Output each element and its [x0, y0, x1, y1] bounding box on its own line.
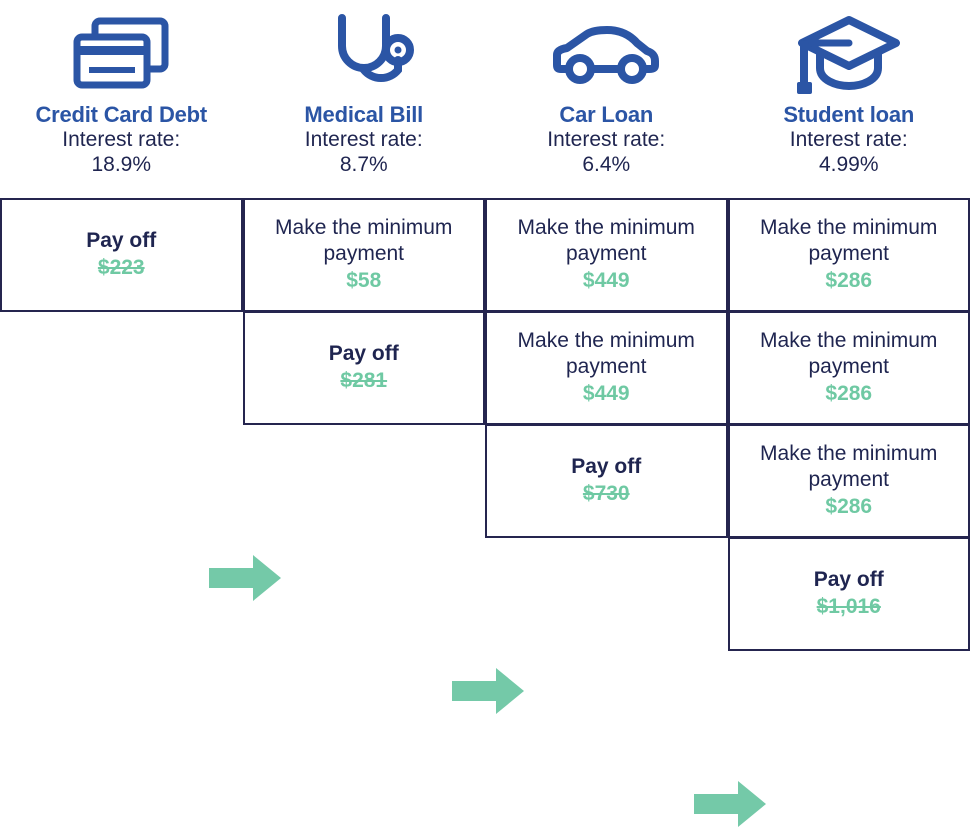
cell-amount: $286	[825, 380, 872, 408]
snowball-arrow-2	[452, 668, 524, 714]
cell-amount: $281	[340, 367, 387, 395]
graduation-cap-icon	[794, 6, 904, 102]
cell-amount: $223	[98, 254, 145, 282]
debt-header-student-loan: Student loan Interest rate: 4.99%	[728, 0, 970, 198]
table-row-4-cell-student-loan: Pay off $1,016	[728, 537, 970, 651]
debt-header-medical-bill: Medical Bill Interest rate: 8.7%	[243, 0, 486, 198]
right-arrow-icon	[694, 781, 766, 827]
debt-name: Student loan	[783, 102, 914, 127]
table-row-2-cell-medical-bill: Pay off $281	[243, 311, 486, 425]
right-arrow-icon	[452, 668, 524, 714]
debt-rate-label: Interest rate:	[62, 127, 180, 152]
debt-rate-label: Interest rate:	[547, 127, 665, 152]
debt-header-credit-card: Credit Card Debt Interest rate: 18.9%	[0, 0, 243, 198]
cell-action: Make the minimum payment	[730, 441, 969, 493]
debt-rate-label: Interest rate:	[790, 127, 908, 152]
table-row-1-cell-medical-bill: Make the minimum payment $58	[243, 198, 486, 312]
debt-header-car-loan: Car Loan Interest rate: 6.4%	[485, 0, 728, 198]
credit-cards-icon	[69, 6, 173, 102]
debt-rate-label: Interest rate:	[305, 127, 423, 152]
cell-action: Pay off	[76, 228, 166, 254]
cell-amount: $449	[583, 380, 630, 408]
table-row-1-cell-car-loan: Make the minimum payment $449	[485, 198, 728, 312]
cell-amount: $286	[825, 493, 872, 521]
debt-name: Credit Card Debt	[35, 102, 207, 127]
table-row-3-cell-car-loan: Pay off $730	[485, 424, 728, 538]
cell-action: Make the minimum payment	[730, 215, 969, 267]
debt-rate-value: 6.4%	[582, 152, 630, 178]
table-row-1-cell-credit-card: Pay off $223	[0, 198, 243, 312]
debt-rate-value: 18.9%	[91, 152, 151, 178]
cell-amount: $449	[583, 267, 630, 295]
debt-header-row: Credit Card Debt Interest rate: 18.9% Me…	[0, 0, 970, 198]
cell-action: Pay off	[561, 454, 651, 480]
right-arrow-icon	[209, 555, 281, 601]
cell-amount: $286	[825, 267, 872, 295]
table-row-3-cell-student-loan: Make the minimum payment $286	[728, 424, 970, 538]
debt-name: Car Loan	[559, 102, 653, 127]
table-row-2-cell-car-loan: Make the minimum payment $449	[485, 311, 728, 425]
cell-action: Make the minimum payment	[730, 328, 969, 380]
snowball-arrow-3	[694, 781, 766, 827]
cell-amount: $730	[583, 480, 630, 508]
debt-rate-value: 8.7%	[340, 152, 388, 178]
cell-action: Pay off	[319, 341, 409, 367]
debt-snowball-grid: Pay off $223 Make the minimum payment $5…	[0, 198, 970, 653]
debt-rate-value: 4.99%	[819, 152, 879, 178]
cell-amount: $58	[346, 267, 381, 295]
cell-action: Make the minimum payment	[245, 215, 484, 267]
stethoscope-icon	[312, 6, 416, 102]
car-icon	[547, 6, 665, 102]
cell-amount: $1,016	[817, 593, 881, 621]
snowball-arrow-1	[209, 555, 281, 601]
debt-name: Medical Bill	[304, 102, 423, 127]
cell-action: Make the minimum payment	[487, 215, 726, 267]
cell-action: Make the minimum payment	[487, 328, 726, 380]
cell-action: Pay off	[804, 567, 894, 593]
table-row-2-cell-student-loan: Make the minimum payment $286	[728, 311, 970, 425]
table-row-1-cell-student-loan: Make the minimum payment $286	[728, 198, 970, 312]
